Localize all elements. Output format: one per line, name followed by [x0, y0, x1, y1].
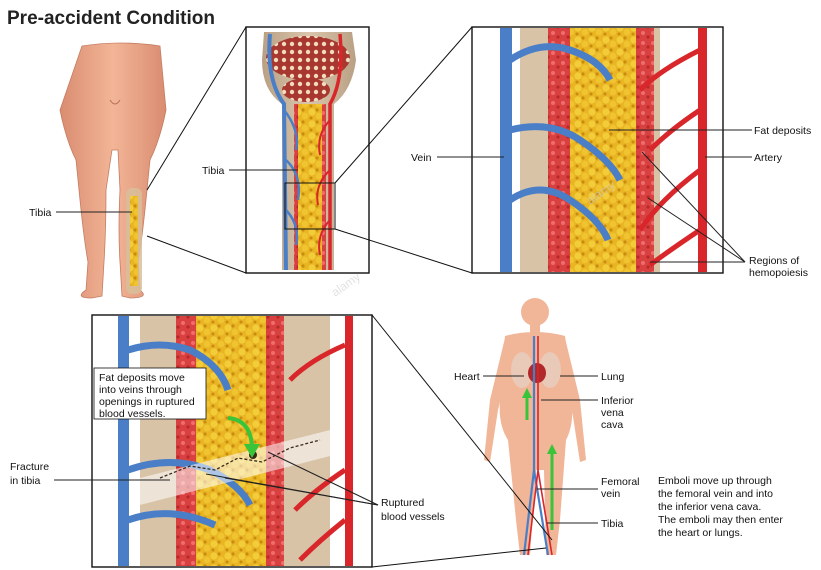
callout-line-2: into veins through: [99, 384, 182, 396]
label-lung: Lung: [601, 371, 625, 383]
label-ruptured-1: Ruptured: [381, 497, 424, 509]
label-fracture-1: Fracture: [10, 461, 49, 473]
watermark-2: alamy: [329, 270, 363, 300]
label-regions-2: hemopoiesis: [749, 267, 808, 279]
label-ivc-1: Inferior: [601, 395, 634, 407]
label-regions-1: Regions of: [749, 255, 799, 267]
emboli-note: Emboli move up through the femoral vein …: [658, 475, 783, 539]
callout-line-3: openings in ruptured: [99, 396, 195, 408]
label-tibia-leg: Tibia: [29, 207, 52, 219]
label-ivc-2: vena: [601, 407, 624, 419]
note-line-5: the heart or lungs.: [658, 527, 743, 539]
callout-line-4: blood vessels.: [99, 408, 166, 420]
label-artery: Artery: [754, 152, 783, 164]
note-line-1: Emboli move up through: [658, 475, 772, 487]
label-vein: Vein: [411, 152, 432, 164]
label-femoral-1: Femoral: [601, 476, 640, 488]
label-ruptured-2: blood vessels: [381, 511, 445, 523]
label-tibia-bone: Tibia: [202, 165, 225, 177]
label-heart: Heart: [454, 371, 480, 383]
page-title: Pre-accident Condition: [7, 8, 215, 29]
fracture-illustration: [118, 316, 353, 566]
note-line-4: The emboli may then enter: [658, 514, 783, 526]
body-figure-illustration: [484, 298, 586, 555]
note-line-2: the femoral vein and into: [658, 488, 773, 500]
label-ivc-3: cava: [601, 419, 623, 431]
fat-deposits-callout: Fat deposits move into veins through ope…: [94, 368, 206, 420]
label-fracture-2: in tibia: [10, 475, 41, 487]
label-fat-deposits: Fat deposits: [754, 125, 811, 137]
legs-illustration: [60, 43, 166, 298]
label-femoral-2: vein: [601, 488, 620, 500]
label-tibia-body: Tibia: [601, 518, 624, 530]
note-line-3: the inferior vena cava.: [658, 501, 761, 513]
callout-line-1: Fat deposits move: [99, 372, 185, 384]
